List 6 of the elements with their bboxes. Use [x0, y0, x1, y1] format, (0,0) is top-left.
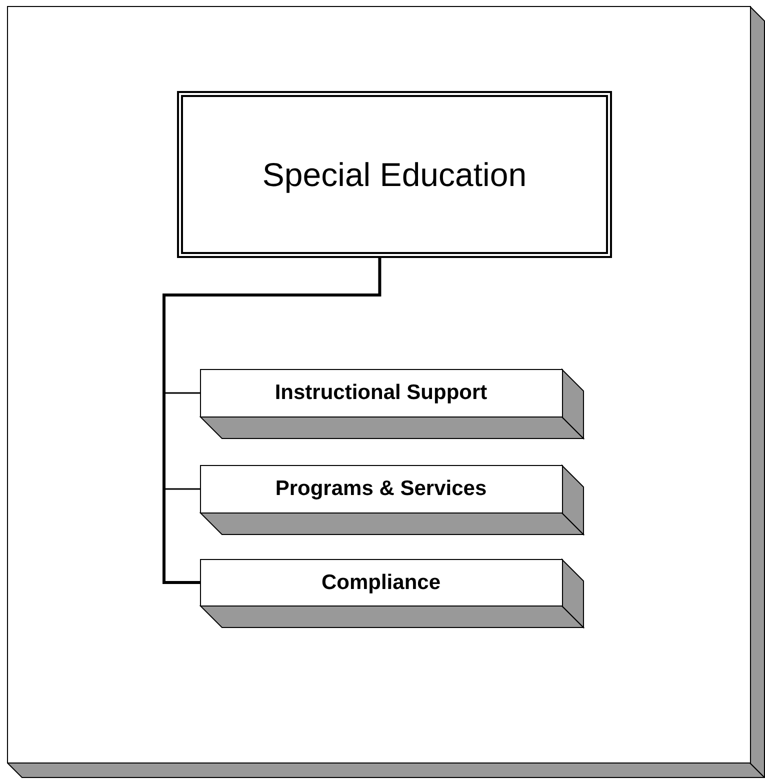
box-label: Compliance: [321, 570, 441, 594]
box-label: Instructional Support: [274, 381, 488, 405]
title-box: [177, 91, 612, 258]
box-label: Programs & Services: [275, 477, 487, 501]
connector-line: [162, 258, 382, 584]
box-title: Special Education: [262, 156, 527, 194]
